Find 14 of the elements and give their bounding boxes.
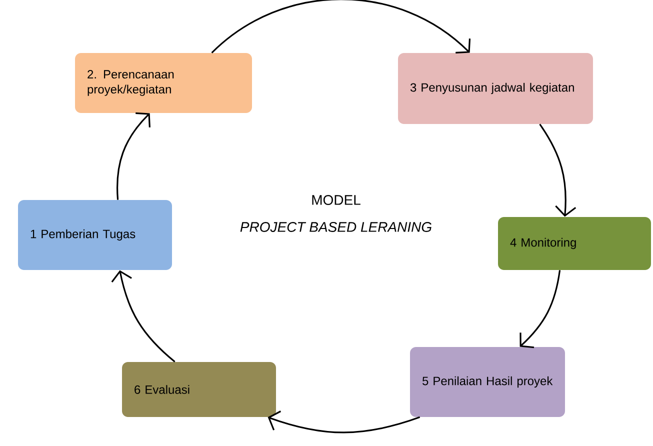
step-box: 2. Perencanaan proyek/kegiatan [75, 53, 252, 113]
step-box: 1 Pemberian Tugas [18, 200, 172, 270]
center-label: PROJECT BASED LERANING [240, 222, 432, 232]
arrow [116, 112, 150, 200]
arrow [111, 270, 176, 362]
step-box: 6 Evaluasi [122, 362, 276, 417]
arrow [211, 0, 471, 54]
center-label: MODEL [312, 195, 360, 205]
step-box: 4 Monitoring [498, 217, 651, 270]
arrow [539, 124, 576, 217]
step-box: 5 Penilaian Hasil proyek [410, 346, 565, 417]
arrow [520, 270, 561, 348]
step-box: 3 Penyusunan jadwal kegiatan [398, 53, 593, 124]
arrow [268, 410, 420, 434]
